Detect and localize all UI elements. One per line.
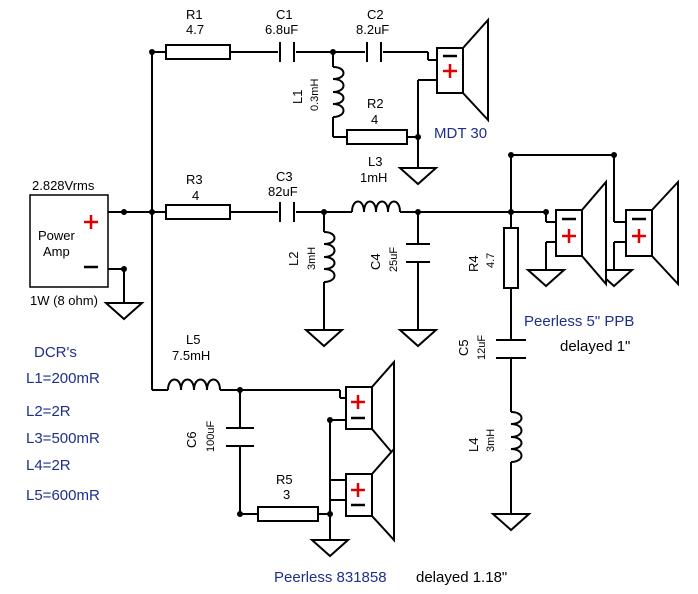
- r5-ref: R5: [276, 472, 293, 487]
- junctions: [121, 49, 617, 517]
- c4-value: 25uF: [388, 247, 400, 272]
- c5-value: 12uF: [476, 335, 488, 360]
- l3-ref: L3: [368, 154, 382, 169]
- resistor-r5: [257, 506, 319, 522]
- l2-ref: L2: [286, 252, 301, 266]
- amp-name-label: Power: [38, 228, 76, 243]
- woofer-delay-label: delayed 1.18": [416, 569, 507, 586]
- l1-ref: L1: [290, 90, 305, 104]
- wires: [108, 51, 626, 540]
- capacitors: C1 6.8uF C2 8.2uF C3 82uF C4 25uF C5 12u…: [184, 7, 526, 452]
- capacitor-c4: [406, 243, 430, 263]
- r4-ref: R4: [466, 255, 481, 272]
- c3-ref: C3: [276, 169, 293, 184]
- c6-value: 100uF: [205, 421, 217, 452]
- plus-icon: [84, 215, 98, 229]
- r3-value: 4: [192, 188, 199, 203]
- ground-icon: [525, 269, 567, 288]
- inductor-l5: [167, 378, 221, 391]
- c2-ref: C2: [367, 7, 384, 22]
- resistor-r3: [165, 204, 231, 220]
- speaker-icon: [555, 179, 607, 287]
- c3-value: 82uF: [268, 184, 298, 199]
- speaker-icon: [345, 446, 395, 543]
- dcr-item: L3=500mR: [26, 430, 100, 447]
- ground-icon: [397, 167, 439, 186]
- r4-value: 4.7: [485, 253, 497, 268]
- l4-ref: L4: [466, 438, 481, 452]
- r2-value: 4: [371, 112, 378, 127]
- r5-value: 3: [283, 487, 290, 502]
- capacitor-c1: [279, 42, 295, 62]
- inductor-l3: [351, 200, 401, 213]
- capacitor-c2: [366, 42, 382, 62]
- c2-value: 8.2uF: [356, 22, 389, 37]
- amp-name-word1: Power: [38, 228, 76, 243]
- dcr-item: L1=200mR: [26, 370, 100, 387]
- c5-ref: C5: [456, 339, 471, 356]
- capacitor-c6: [226, 427, 254, 447]
- speakers: [345, 17, 679, 543]
- amp-name-word2: Amp: [43, 244, 70, 259]
- amp-power-label: 1W (8 ohm): [30, 293, 98, 308]
- resistor-r2: [346, 129, 408, 145]
- c1-value: 6.8uF: [265, 22, 298, 37]
- l5-ref: L5: [186, 332, 200, 347]
- ground-icon: [397, 329, 439, 348]
- r2-ref: R2: [367, 96, 384, 111]
- dcr-item: L5=600mR: [26, 487, 100, 504]
- speaker-icon: [436, 17, 489, 123]
- dcr-notes: DCR's L1=200mR L2=2R L3=500mR L4=2R L5=6…: [26, 344, 100, 504]
- speaker-icon: [625, 179, 679, 287]
- mid-delay-label: delayed 1": [560, 338, 630, 355]
- r1-ref: R1: [186, 7, 203, 22]
- inductor-l1: [332, 66, 345, 118]
- mid-label: Peerless 5" PPB: [524, 313, 634, 330]
- resistors: R1 4.7 R2 4 R3 4 R4 4.7 R5 3: [165, 7, 519, 522]
- ground-icon: [309, 539, 351, 558]
- l5-value: 7.5mH: [172, 348, 210, 363]
- c6-ref: C6: [184, 431, 199, 448]
- dcr-title: DCR's: [34, 344, 77, 361]
- l2-value: 3mH: [306, 247, 318, 270]
- l3-value: 1mH: [360, 170, 387, 185]
- woofer-label: Peerless 831858: [274, 569, 387, 586]
- c4-ref: C4: [368, 253, 383, 270]
- inductor-l4: [510, 411, 523, 463]
- l1-value: 0.3mH: [309, 79, 321, 111]
- capacitor-c5: [496, 339, 526, 359]
- resistor-r1: [165, 44, 231, 60]
- dcr-item: L2=2R: [26, 403, 71, 420]
- r1-value: 4.7: [186, 22, 204, 37]
- driver-labels: MDT 30 Peerless 5" PPB delayed 1" Peerle…: [274, 125, 634, 586]
- resistor-r4: [503, 227, 519, 289]
- ground-icon: [303, 329, 345, 348]
- tweeter-label: MDT 30: [434, 125, 487, 142]
- capacitor-c3: [279, 202, 295, 222]
- speaker-icon: [345, 359, 395, 458]
- inductors: L1 0.3mH L2 3mH L3 1mH L4 3mH L5 7.5mH: [167, 66, 523, 463]
- amp-name-label-2: Amp: [43, 244, 70, 259]
- ground-icon: [103, 302, 145, 321]
- l4-value: 3mH: [485, 429, 497, 452]
- amp-voltage-label: 2.828Vrms: [32, 178, 95, 193]
- r3-ref: R3: [186, 172, 203, 187]
- inductor-l2: [323, 231, 336, 283]
- c1-ref: C1: [276, 7, 293, 22]
- power-amp: 2.828Vrms Power Amp 1W (8 ohm): [29, 178, 109, 308]
- ground-icon: [490, 513, 532, 532]
- dcr-item: L4=2R: [26, 457, 71, 474]
